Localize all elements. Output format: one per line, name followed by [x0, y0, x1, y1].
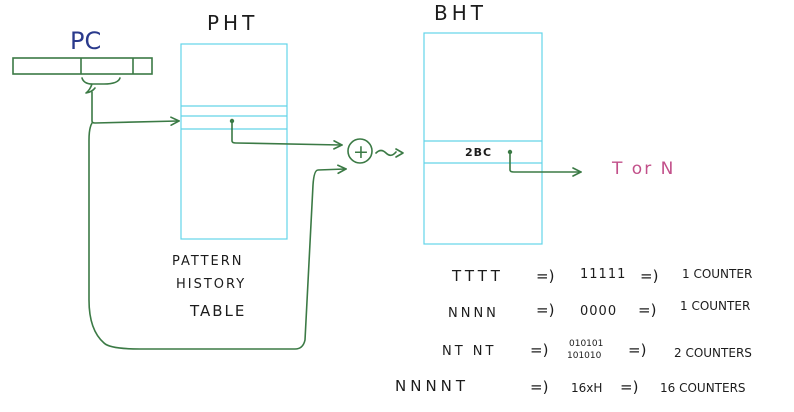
bht-to-output-arrow	[509, 151, 580, 172]
encoding-text: 0000	[580, 304, 617, 319]
pc-to-pht-arrow	[91, 91, 178, 123]
pht-to-xor-arrow	[231, 120, 341, 145]
bht-table: BHT 2BC	[423, 1, 543, 245]
xor-to-bht-arrow	[375, 148, 404, 158]
result-text: 16 COUNTERS	[660, 381, 746, 395]
pht-caption-line-1: PATTERN	[172, 254, 244, 269]
pht-caption: PATTERN HISTORY TABLE	[172, 254, 246, 320]
arrow-text: =)	[530, 341, 548, 359]
pc-register: PC	[12, 27, 153, 94]
output-label: T or N	[611, 159, 675, 179]
arrow-text: =)	[530, 378, 548, 396]
encoding-text: 010101	[569, 339, 603, 349]
result-text: 1 COUNTER	[682, 267, 752, 281]
arrow-text: =)	[638, 301, 656, 319]
xor-circle	[347, 138, 373, 164]
pc-register-box	[12, 57, 153, 75]
bht-counter-label: 2BC	[465, 146, 492, 159]
pht-label: PHT	[207, 11, 258, 35]
pattern-text: NNNN	[448, 306, 499, 321]
pc-label: PC	[70, 27, 101, 55]
pattern-notes: TTTT =) 11111 =) 1 COUNTER NNNN =) 0000 …	[395, 267, 752, 396]
pattern-text: NNNNT	[395, 377, 469, 395]
pattern-text: TTTT	[451, 267, 504, 285]
pht-caption-line-3: TABLE	[189, 302, 246, 320]
xor-symbol: +	[353, 141, 369, 163]
pht-caption-line-2: HISTORY	[176, 277, 246, 292]
pattern-row-4: NNNNT =) 16xH =) 16 COUNTERS	[395, 377, 746, 396]
arrow-text: =)	[536, 301, 554, 319]
result-text: 1 COUNTER	[680, 299, 750, 313]
encoding-text: 16xH	[571, 381, 602, 395]
pht-table: PHT	[180, 11, 288, 240]
arrow-text: =)	[620, 378, 638, 396]
xor-node: +	[347, 138, 373, 164]
result-text: 2 COUNTERS	[674, 346, 752, 360]
pattern-text: NT NT	[442, 344, 496, 359]
pc-bit-brace	[81, 77, 121, 94]
pc-feedback-to-xor-arrow	[88, 122, 345, 350]
arrow-text: =)	[628, 341, 646, 359]
arrow-text: =)	[640, 267, 658, 285]
pht-outline	[180, 43, 288, 240]
bht-label: BHT	[434, 1, 487, 25]
bht-outline	[423, 32, 543, 245]
arrow-text: =)	[536, 267, 554, 285]
pattern-row-1: TTTT =) 11111 =) 1 COUNTER	[451, 267, 752, 285]
pattern-row-3: NT NT =) 010101 101010 =) 2 COUNTERS	[442, 339, 752, 361]
pattern-row-2: NNNN =) 0000 =) 1 COUNTER	[448, 299, 750, 321]
encoding-text: 11111	[580, 267, 626, 282]
encoding-text: 101010	[567, 351, 602, 361]
